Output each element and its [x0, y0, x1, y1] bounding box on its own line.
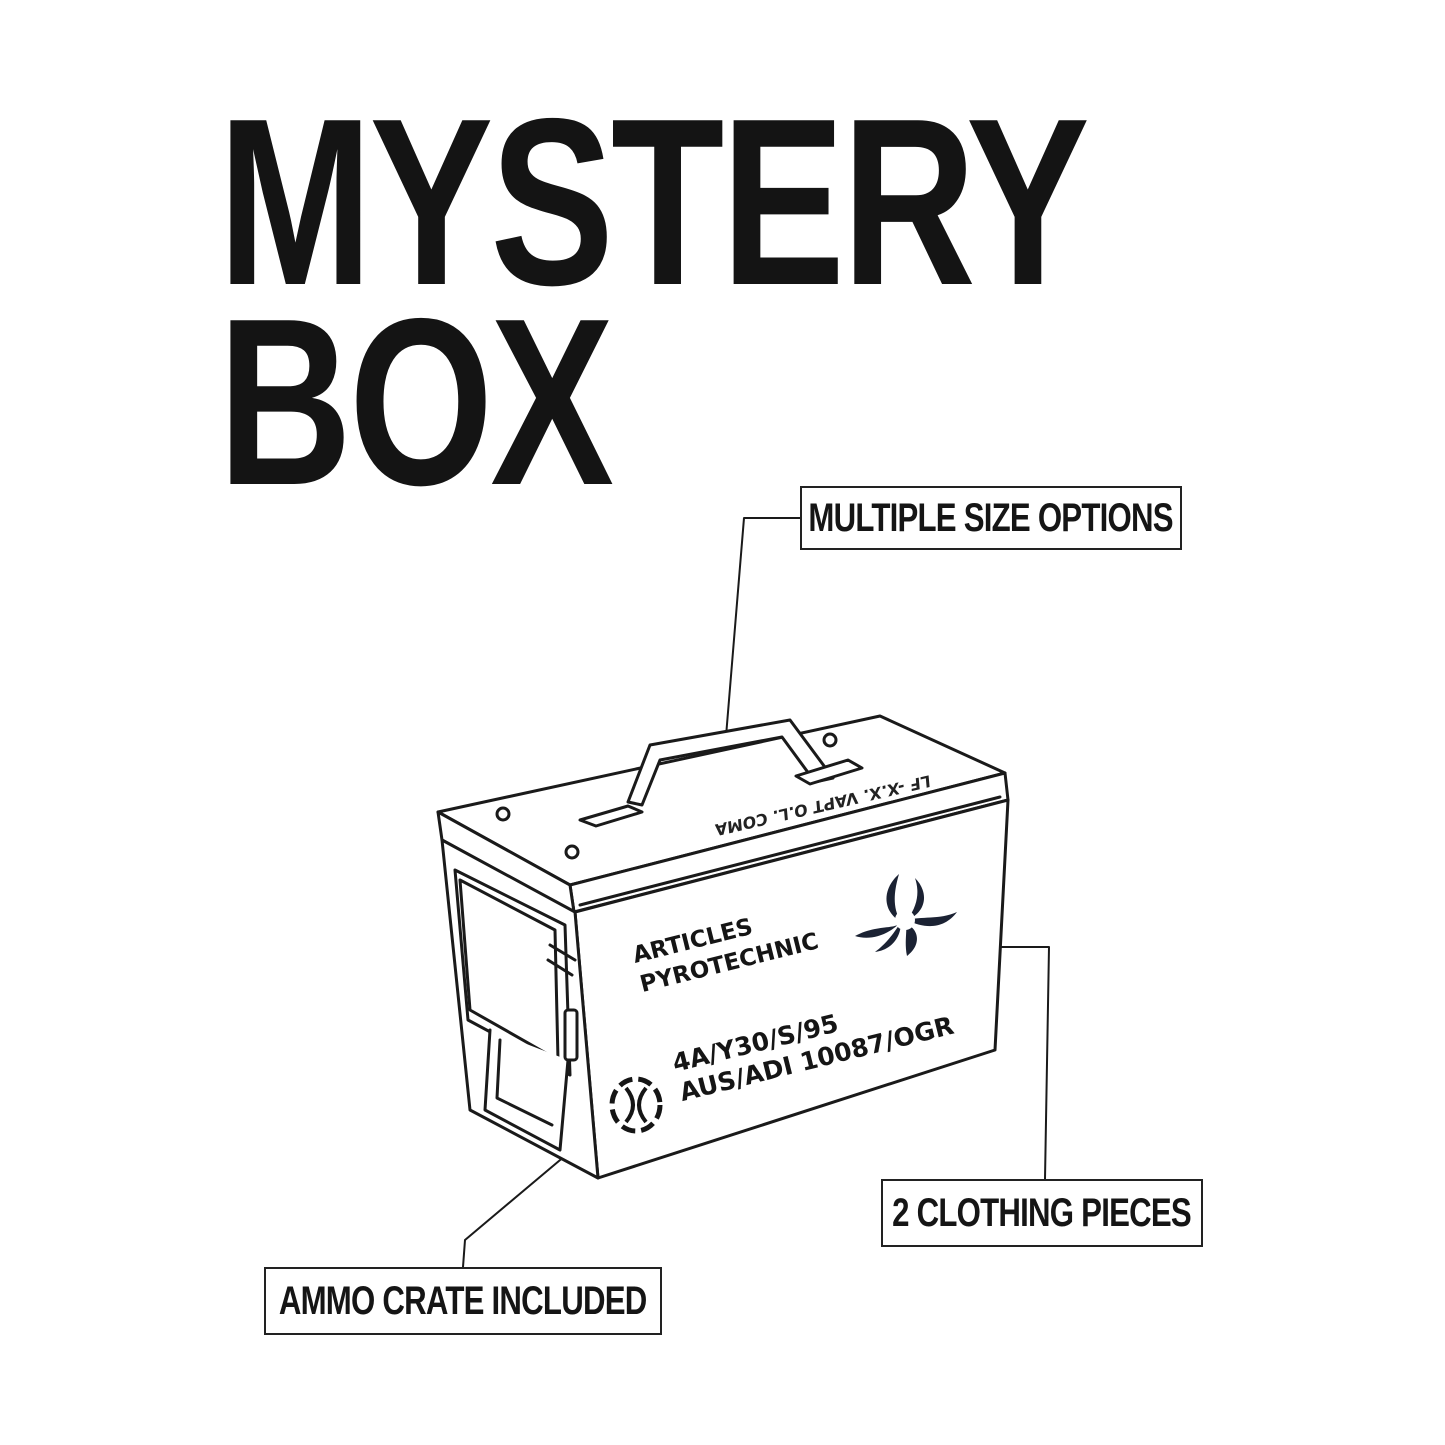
callout-size-label: MULTIPLE SIZE OPTIONS — [808, 495, 1174, 540]
callout-multiple-size-options: MULTIPLE SIZE OPTIONS — [800, 486, 1182, 550]
title-mystery: MYSTERY — [218, 70, 1090, 335]
crate-handle — [578, 718, 864, 828]
leader-line-size — [721, 517, 801, 786]
leader-line-ammo — [462, 1149, 573, 1268]
crate-side — [440, 838, 600, 1180]
callout-clothing-pieces: 2 CLOTHING PIECES — [881, 1179, 1203, 1247]
title-box: BOX — [218, 270, 614, 535]
circle-emblem-icon — [609, 1076, 663, 1134]
crate-lid — [436, 714, 1010, 922]
tri-blade-logo-icon — [855, 874, 957, 956]
callout-ammo-crate-included: AMMO CRATE INCLUDED — [264, 1267, 662, 1335]
callout-clothing-label: 2 CLOTHING PIECES — [892, 1190, 1193, 1235]
callout-ammo-label: AMMO CRATE INCLUDED — [279, 1278, 647, 1323]
